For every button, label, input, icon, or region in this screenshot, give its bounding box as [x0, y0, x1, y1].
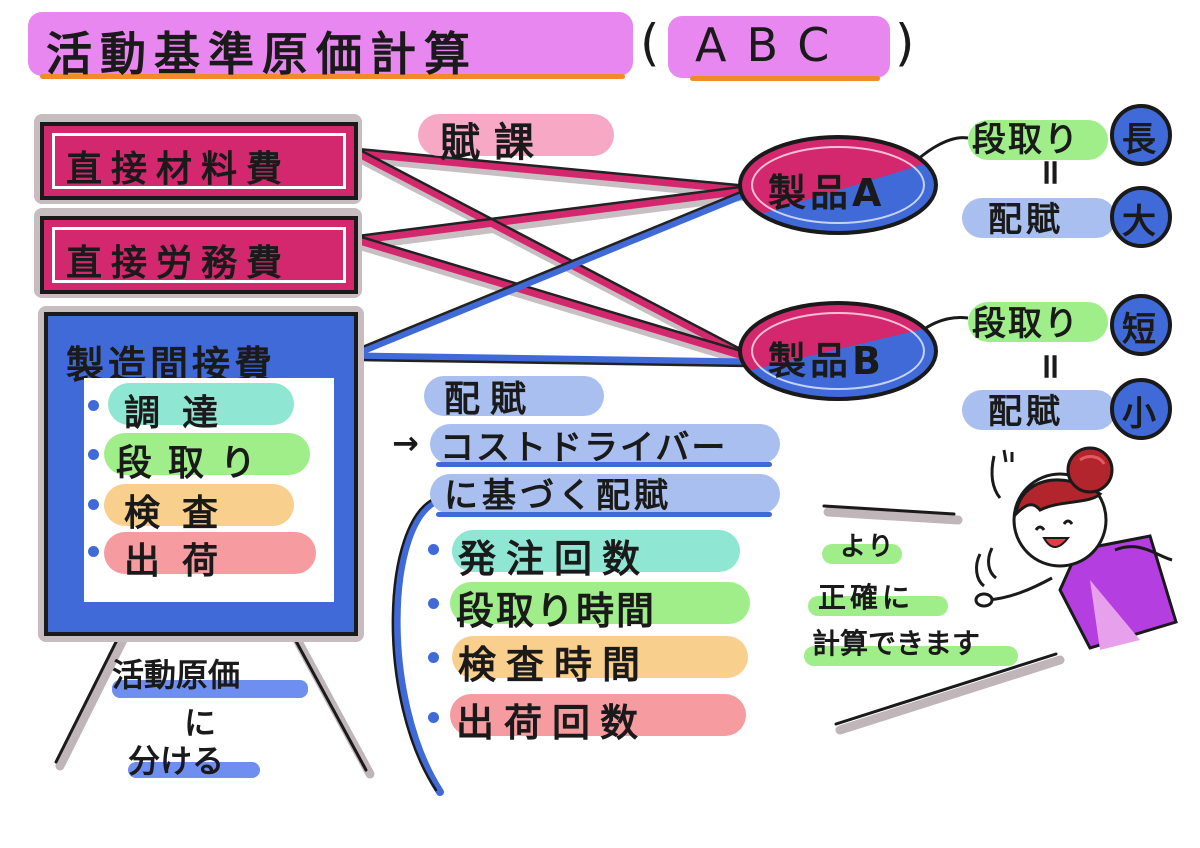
bullet-dot — [428, 712, 439, 723]
product-a-setup-badge-circle — [1110, 104, 1172, 166]
title-open-paren: ( — [640, 14, 662, 72]
line-overhead-to-a — [356, 189, 752, 356]
activity-item: 出荷 — [124, 541, 241, 582]
line-material-to-b — [354, 149, 752, 361]
direct-material-box: 直接材料費 — [40, 122, 358, 200]
product-b-alloc-badge-circle — [1110, 378, 1172, 440]
split-note-line3: 分ける — [128, 742, 225, 780]
product-b-alloc: 配賦 — [988, 392, 1064, 432]
direct-labor-label: 直接労務費 — [66, 243, 292, 284]
assign-label-pill — [418, 114, 614, 156]
line-labor-to-a — [354, 186, 752, 244]
driver-item: 検査時間 — [458, 643, 651, 687]
product-b-equals: = — [1030, 351, 1072, 382]
line-material-to-a — [354, 149, 752, 194]
bullet-dot — [88, 449, 99, 460]
product-a-alloc-badge-circle — [1110, 186, 1172, 248]
title-underline — [40, 74, 625, 79]
page-title: 活動基準原価計算 — [46, 27, 478, 81]
direct-labor-box: 直接労務費 — [40, 216, 358, 294]
driver-item: 段取り時間 — [456, 589, 657, 633]
product-a-label: 製品A — [768, 171, 886, 215]
bullet-dot — [428, 598, 439, 609]
product-a-setup-badge: 長 — [1122, 120, 1156, 160]
product-a-alloc: 配賦 — [988, 200, 1064, 240]
direct-material-label: 直接材料費 — [66, 149, 292, 190]
product-b-ellipse — [738, 301, 938, 401]
product-b-setup: 段取り — [972, 304, 1080, 344]
product-a-equals: = — [1030, 157, 1072, 188]
line-labor-to-b — [354, 236, 752, 361]
title-abbr: ABC — [695, 18, 850, 72]
allocation-line1: コストドライバー — [440, 428, 728, 468]
product-a-alloc-badge: 大 — [1122, 202, 1156, 242]
product-b-setup-badge-circle — [1110, 294, 1172, 356]
accuracy-note-line1: より — [840, 532, 896, 562]
driver-item: 出荷回数 — [456, 701, 649, 745]
abc-highlight — [668, 16, 890, 78]
bullet-dot — [88, 546, 99, 557]
activity-item: 調達 — [124, 393, 241, 434]
driver-item: 発注回数 — [458, 537, 651, 581]
activity-item: 段取り — [116, 443, 273, 484]
character-illustration — [974, 446, 1178, 650]
bullet-dot — [428, 652, 439, 663]
allocation-label: 配賦 — [444, 379, 537, 420]
activity-item: 検査 — [124, 493, 241, 534]
product-b-setup-badge: 短 — [1122, 310, 1156, 350]
product-a-ellipse — [738, 135, 938, 235]
bullet-dot — [88, 400, 99, 411]
title-highlight — [28, 12, 633, 76]
title-close-paren: ) — [895, 14, 917, 72]
product-b-label: 製品B — [768, 339, 885, 383]
bullet-dot — [88, 499, 99, 510]
accuracy-note-line2: 正確に — [818, 581, 915, 614]
arrow-icon: → — [392, 424, 419, 462]
product-a-setup: 段取り — [972, 120, 1080, 160]
bullet-dot — [428, 544, 439, 555]
split-note-line2: に — [184, 704, 217, 742]
product-b-alloc-badge: 小 — [1122, 394, 1156, 434]
assign-label: 賦課 — [440, 120, 548, 166]
abc-underline — [690, 76, 880, 81]
accuracy-note-line3: 計算できます — [812, 627, 981, 660]
allocation-line2: に基づく配賦 — [444, 476, 672, 516]
split-note-line1: 活動原価 — [112, 656, 241, 694]
line-overhead-to-b — [356, 352, 752, 366]
